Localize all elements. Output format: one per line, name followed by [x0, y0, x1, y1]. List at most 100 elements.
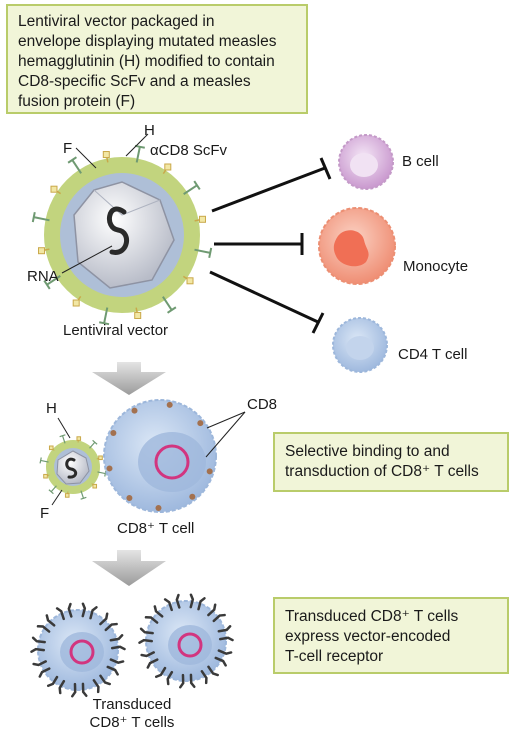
h-protein — [103, 307, 109, 324]
scfv — [31, 212, 36, 223]
tcr — [32, 660, 51, 678]
f-protein — [38, 247, 46, 255]
transduced-cell-1 — [30, 602, 126, 698]
f-protein — [134, 311, 142, 319]
scfv — [99, 321, 110, 326]
tcr — [214, 649, 233, 667]
tcr — [55, 602, 73, 621]
label-cd4-t-cell: CD4 T cell — [398, 346, 468, 363]
tcr — [207, 603, 226, 623]
f-protein — [72, 299, 80, 307]
tcr — [92, 674, 111, 694]
scfv — [43, 280, 51, 290]
f-protein — [98, 455, 103, 461]
envelope-proteins — [31, 144, 213, 326]
tcr — [189, 593, 206, 611]
tcr — [81, 602, 98, 620]
lentiviral-vector-particle — [31, 144, 213, 326]
label-h-mid: H — [46, 400, 57, 417]
h-protein — [97, 471, 106, 475]
cd8-dot — [131, 407, 138, 414]
small-vector-particle — [39, 434, 107, 500]
tcr — [179, 673, 196, 689]
scfv — [67, 156, 77, 164]
h-protein — [162, 296, 173, 311]
f-protein — [43, 473, 48, 479]
h-protein — [40, 459, 49, 463]
label-b-cell: B cell — [402, 153, 439, 170]
h-protein — [135, 146, 141, 163]
scfv — [134, 144, 145, 149]
label-cd8-t-cell: CD8⁺ T cell — [117, 520, 195, 537]
cd4-t-cell — [332, 317, 388, 373]
f-protein — [186, 277, 194, 285]
scfv — [193, 180, 201, 190]
tcr — [200, 665, 219, 685]
h-protein — [89, 441, 96, 449]
h-protein — [80, 490, 85, 499]
cd8-receptors — [106, 401, 213, 511]
b-cell — [338, 134, 394, 190]
f-protein — [64, 493, 70, 498]
down-arrow-2 — [92, 550, 166, 586]
cd8-dot — [206, 468, 213, 475]
tcr — [217, 625, 234, 642]
t-cell-receptors — [138, 593, 234, 689]
down-arrow-1 — [92, 362, 166, 395]
h-protein — [71, 159, 82, 174]
scfv — [167, 306, 177, 314]
cd8-dot — [126, 495, 133, 502]
description-box-vector: Lentiviral vector packaged in envelope d… — [6, 4, 308, 114]
tcr — [30, 636, 46, 653]
f-protein — [92, 483, 98, 489]
label-f-top: F — [63, 140, 73, 157]
tcr — [140, 651, 159, 669]
tcr — [144, 605, 164, 624]
label-lentiviral-vector: Lentiviral vector — [63, 322, 169, 339]
f-protein — [50, 185, 58, 193]
tcr — [109, 634, 126, 651]
cd8-dot — [110, 429, 117, 436]
label-f-mid: F — [40, 505, 50, 522]
inhibition-lines — [209, 157, 332, 334]
scfv — [80, 496, 87, 500]
cd8-dot — [189, 493, 196, 500]
h-protein — [33, 216, 50, 222]
tcr — [138, 627, 154, 644]
scfv — [104, 470, 107, 477]
tcr — [154, 666, 174, 686]
monocyte — [318, 207, 396, 285]
label-h-top: H — [144, 122, 155, 139]
label-scfv: αCD8 ScFv — [150, 142, 228, 159]
label-transduced-cells: Transduced CD8⁺ T cells — [89, 696, 175, 731]
label-rna: RNA — [27, 268, 59, 285]
f-protein — [102, 151, 110, 159]
cd8-dot — [166, 401, 173, 408]
scfv — [48, 489, 54, 495]
scfv — [92, 439, 98, 445]
cd8-dot — [197, 420, 204, 427]
description-box-binding: Selective binding to and transduction of… — [273, 432, 509, 492]
f-protein — [164, 163, 172, 171]
scfv — [59, 434, 66, 438]
h-protein — [46, 275, 61, 286]
description-box-transduced: Transduced CD8⁺ T cells express vector-e… — [273, 597, 509, 674]
tcr — [46, 675, 66, 695]
tcr — [163, 593, 181, 612]
label-monocyte: Monocyte — [403, 258, 469, 275]
scfv — [39, 457, 42, 464]
f-protein — [76, 436, 82, 441]
tcr — [106, 658, 125, 676]
cd8-dot — [106, 465, 113, 472]
rna-strand — [107, 206, 129, 255]
h-protein — [50, 485, 57, 493]
tcr — [36, 614, 56, 633]
h-protein — [183, 184, 198, 195]
f-protein — [198, 215, 206, 223]
h-protein — [61, 435, 66, 444]
scfv — [208, 247, 213, 258]
f-protein — [48, 445, 54, 451]
cd8-dot — [155, 504, 162, 511]
t-cell-receptors — [30, 602, 126, 698]
